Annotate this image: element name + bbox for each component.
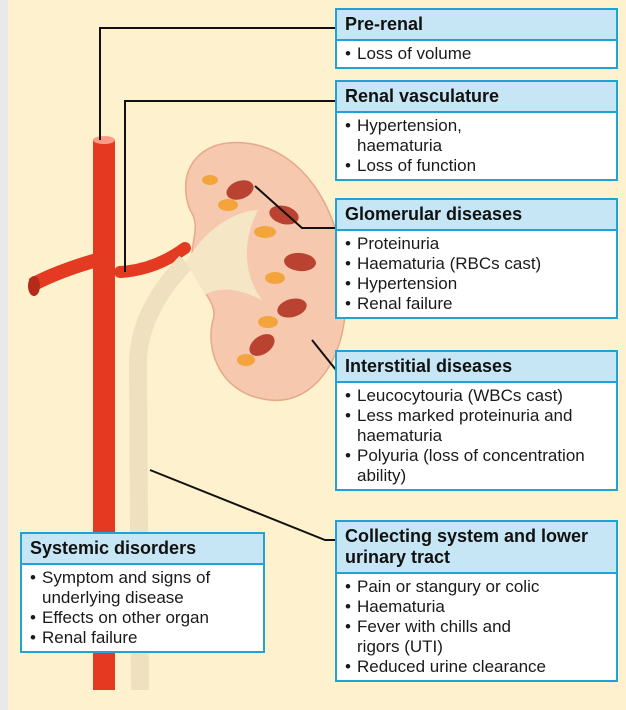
aorta-top-end	[93, 136, 115, 144]
vasculature-box: Renal vasculature Hypertension, haematur…	[335, 80, 618, 181]
glomerular-item: Renal failure	[345, 294, 608, 314]
interstitial-item: Leucocytouria (WBCs cast)	[345, 386, 608, 406]
leader-vasculature-h	[124, 100, 335, 102]
collecting-title: Collecting system and lower urinary trac…	[337, 522, 616, 574]
glomerular-list: Proteinuria Haematuria (RBCs cast) Hyper…	[337, 231, 616, 317]
vasculature-list: Hypertension, haematuria Loss of functio…	[337, 113, 616, 179]
glomerular-item: Proteinuria	[345, 234, 608, 254]
collecting-item: Haematuria	[345, 597, 608, 617]
systemic-box: Systemic disorders Symptom and signs of …	[20, 532, 265, 653]
glomerular-item: Haematuria (RBCs cast)	[345, 254, 608, 274]
vasculature-item: Loss of function	[345, 156, 608, 176]
prerenal-item: Loss of volume	[345, 44, 608, 64]
interstitial-list: Leucocytouria (WBCs cast) Less marked pr…	[337, 383, 616, 489]
leader-prerenal-h	[99, 27, 335, 29]
prerenal-title: Pre-renal	[337, 10, 616, 41]
collecting-item: Fever with chills and rigors (UTI)	[345, 617, 608, 657]
systemic-title: Systemic disorders	[22, 534, 263, 565]
interstitial-box: Interstitial diseases Leucocytouria (WBC…	[335, 350, 618, 491]
interstitial-item: Less marked proteinuria and haematuria	[345, 406, 608, 446]
systemic-item: Effects on other organ	[30, 608, 255, 628]
leader-vasculature-v	[124, 100, 126, 272]
collecting-item: Pain or stangury or colic	[345, 577, 608, 597]
prerenal-list: Loss of volume	[337, 41, 616, 67]
systemic-item: Renal failure	[30, 628, 255, 648]
vasculature-item: Hypertension, haematuria	[345, 116, 608, 156]
glomerular-title: Glomerular diseases	[337, 200, 616, 231]
collecting-item: Reduced urine clearance	[345, 657, 608, 677]
collecting-box: Collecting system and lower urinary trac…	[335, 520, 618, 682]
systemic-list: Symptom and signs of underlying disease …	[22, 565, 263, 651]
glomerular-box: Glomerular diseases Proteinuria Haematur…	[335, 198, 618, 319]
glomerular-item: Hypertension	[345, 274, 608, 294]
vasculature-title: Renal vasculature	[337, 82, 616, 113]
collecting-list: Pain or stangury or colic Haematuria Fev…	[337, 574, 616, 680]
interstitial-title: Interstitial diseases	[337, 352, 616, 383]
interstitial-item: Polyuria (loss of concentration ability)	[345, 446, 608, 486]
prerenal-box: Pre-renal Loss of volume	[335, 8, 618, 69]
systemic-item: Symptom and signs of underlying disease	[30, 568, 255, 608]
artery-cut-end	[28, 276, 40, 296]
leader-prerenal-v	[99, 27, 101, 140]
